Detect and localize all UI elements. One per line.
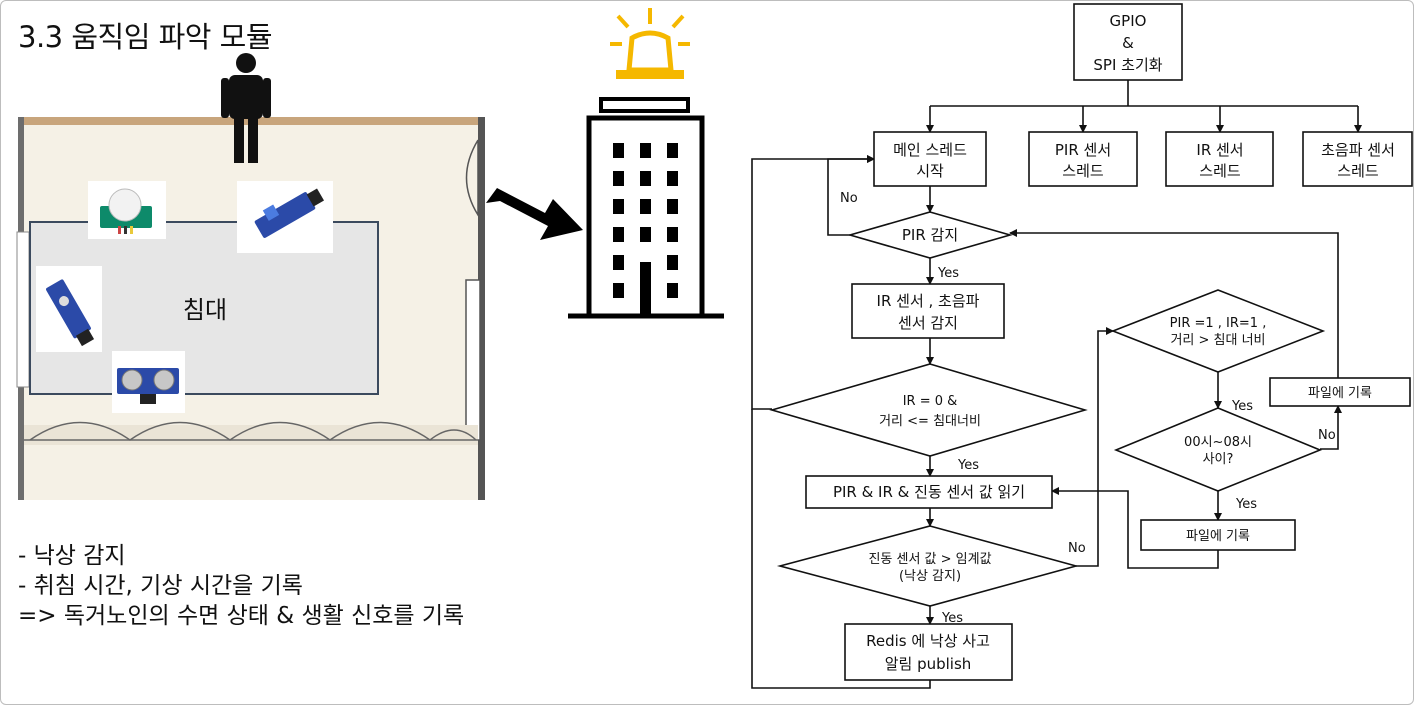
node-pir-detect [847,211,1013,259]
edge-label-yes: Yes [941,611,963,626]
node-file-log-1-label: 파일에 기록 [1308,386,1372,401]
flow-connectors [751,80,1362,689]
node-ir-thread-line: 스레드 [1199,162,1241,180]
edge-label-yes: Yes [937,266,959,281]
slide-title: 3.3 움직임 파악 모듈 [18,20,273,54]
bed-label: 침대 [183,296,227,324]
node-init-line: GPIO [1110,12,1147,30]
node-read-sensors-label: PIR & IR & 진동 센서 값 읽기 [833,483,1025,501]
node-ir-cond-line: 거리 <= 침대너비 [879,414,981,429]
node-ir-thread [1165,131,1274,187]
bullet-item: => 독거노인의 수면 상태 & 생활 신호를 기록 [18,603,465,629]
node-ir-cond [769,363,1088,457]
node-time-cond-line: 00시~08시 [1184,435,1252,450]
node-ultra-thread [1302,131,1413,187]
node-main-thread-line: 메인 스레드 [893,141,967,159]
edge-label-yes: Yes [1235,497,1257,512]
edge-label-yes: Yes [957,458,979,473]
node-pir-detect-label: PIR 감지 [902,226,958,244]
ultrasonic-sensor-icon [112,351,185,413]
node-ultra-thread-line: 초음파 센서 [1321,141,1395,159]
node-ultra-thread-line: 스레드 [1337,162,1379,180]
node-pir-ir-cond-line: PIR =1 , IR=1 , [1170,316,1267,331]
arrow-icon [486,188,583,240]
door-swing [465,139,479,218]
edge-label-no: No [840,191,858,206]
node-init-line: & [1122,34,1134,52]
node-vib-cond-line: 진동 센서 값 > 임계값 [868,552,991,567]
edge-label-yes: Yes [1231,399,1253,414]
ir-sensor-icon [36,266,102,352]
node-time-cond-line: 사이? [1203,452,1234,467]
node-time-cond [1113,407,1323,492]
node-init [1073,3,1183,81]
bullet-item: - 취침 시간, 기상 시간을 기록 [18,573,303,599]
node-main-thread [873,131,987,187]
node-pir-ir-cond-line: 거리 > 침대 너비 [1170,333,1265,348]
node-ir-ultra-line: IR 센서 , 초음파 [877,292,980,310]
bullet-list: - 낙상 감지 - 취침 시간, 기상 시간을 기록 => 독거노인의 수면 상… [18,541,464,631]
node-ir-ultra-detect [851,283,1005,339]
node-file-log-2 [1140,519,1296,551]
pir-sensor-icon [88,181,166,239]
node-main-thread-line: 시작 [916,162,944,180]
node-vib-cond-line: (낙상 감지) [899,569,961,584]
edge-label-no: No [1318,428,1336,443]
bullet-item: - 낙상 감지 [18,543,126,569]
node-pir-thread [1028,131,1138,187]
building-icon [568,97,724,319]
room-illustration: 침대 [16,8,724,500]
room-right-wall [478,117,485,500]
siren-icon [610,8,690,79]
node-ir-ultra-line: 센서 감지 [898,314,958,332]
node-redis-publish [844,623,1013,681]
node-file-log-1 [1269,377,1411,407]
node-redis-line: 알림 publish [885,655,972,673]
node-vib-cond [776,525,1080,607]
person-icon [221,53,271,163]
node-init-line: SPI 초기화 [1093,56,1162,74]
edge-label-no: No [1068,541,1086,556]
node-read-sensors [805,475,1053,509]
node-file-log-2-label: 파일에 기록 [1186,529,1250,544]
node-ir-cond-line: IR = 0 & [903,394,958,409]
ir-sensor-icon [237,181,333,253]
node-pir-ir-cond [1110,289,1326,373]
node-pir-thread-line: 스레드 [1062,162,1104,180]
node-redis-line: Redis 에 낙상 사고 [866,632,990,650]
node-ir-thread-line: IR 센서 [1196,141,1243,159]
node-pir-thread-line: PIR 센서 [1055,141,1111,159]
